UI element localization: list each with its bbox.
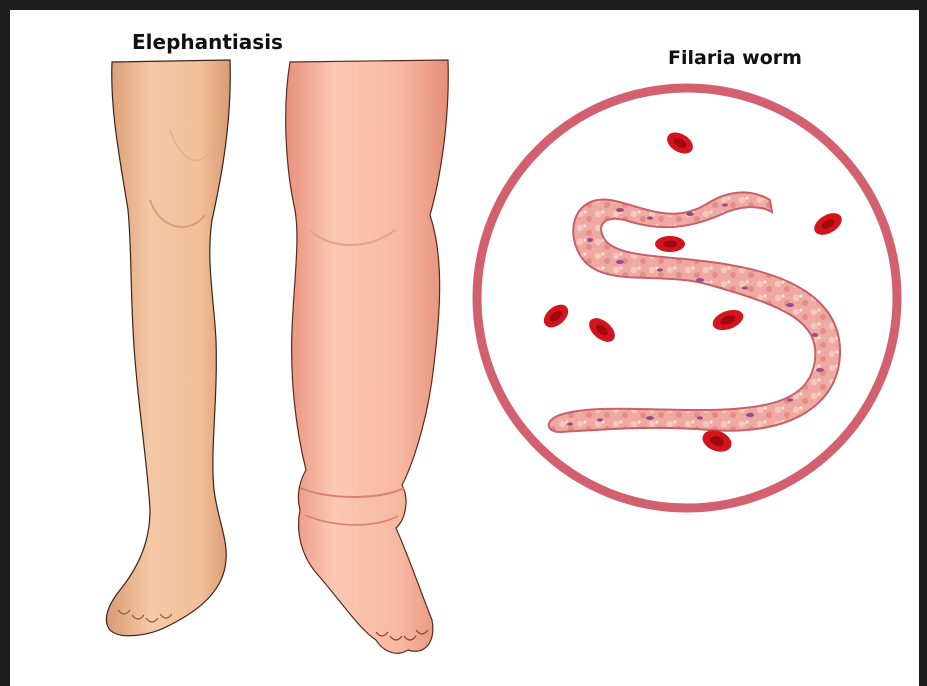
elephantiasis-title: Elephantiasis bbox=[132, 30, 283, 54]
filaria-worm-title: Filaria worm bbox=[668, 47, 802, 69]
normal-leg bbox=[106, 60, 230, 636]
swollen-leg bbox=[286, 60, 449, 653]
blood-cell bbox=[655, 236, 685, 252]
